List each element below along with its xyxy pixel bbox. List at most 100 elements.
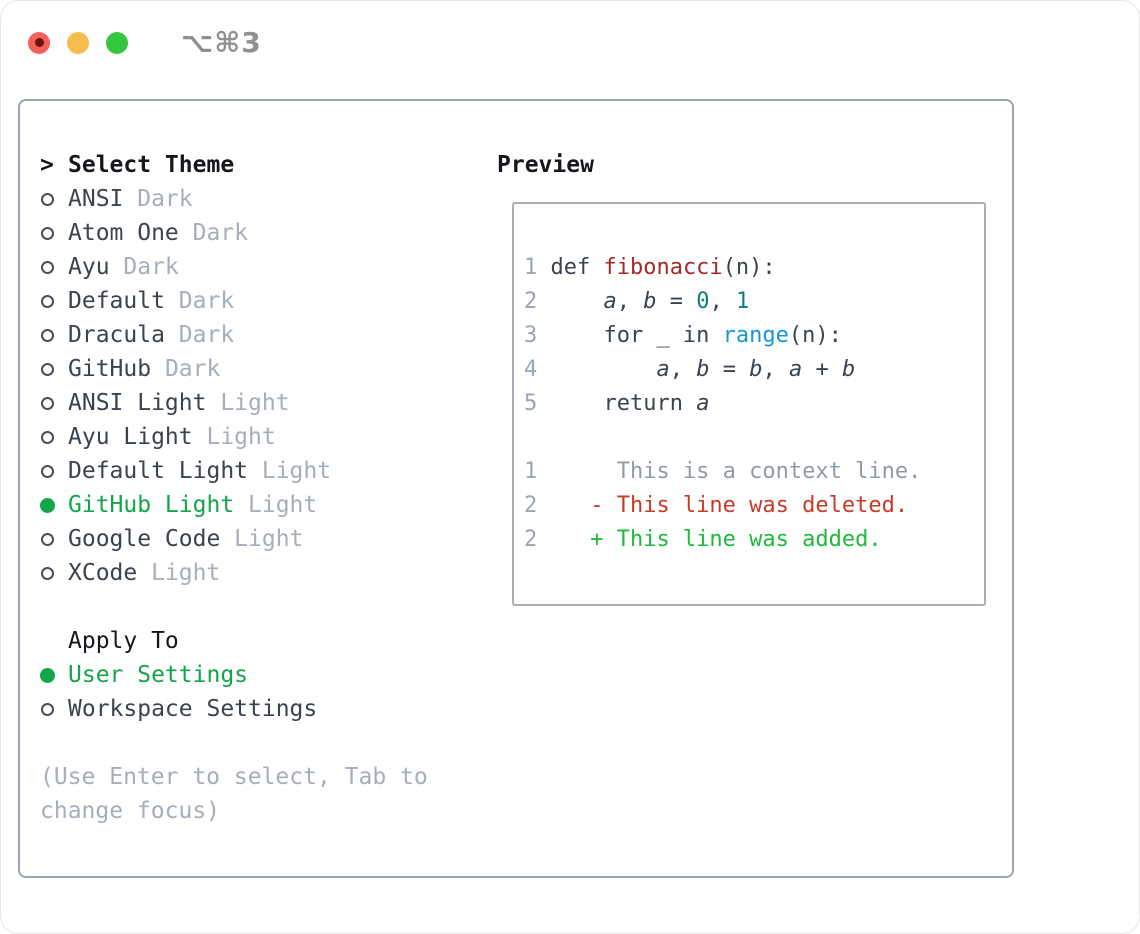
code-token: = bbox=[709, 357, 750, 382]
radio-unselected-icon bbox=[41, 532, 54, 546]
code-line: 4 a, b = b, a + b bbox=[524, 353, 984, 387]
radio-unselected-icon bbox=[41, 294, 54, 308]
line-number: 3 bbox=[524, 323, 538, 348]
code-line bbox=[524, 421, 984, 455]
theme-option-google-code[interactable]: Google Code Light bbox=[40, 522, 428, 556]
select-theme-header-label: Select Theme bbox=[68, 152, 235, 178]
code-token: b bbox=[696, 357, 710, 382]
code-token bbox=[550, 285, 603, 319]
code-line: 2 - This line was deleted. bbox=[524, 489, 984, 523]
theme-name: Dracula bbox=[68, 322, 165, 348]
line-number: 1 bbox=[524, 459, 538, 484]
code-token: + bbox=[802, 357, 842, 382]
code-token: a bbox=[788, 357, 803, 382]
code-token: 0 bbox=[696, 289, 710, 314]
radio-unselected-icon bbox=[41, 362, 54, 376]
apply-option-label: User Settings bbox=[68, 662, 249, 688]
window-title: ⌥⌘3 bbox=[181, 26, 262, 59]
theme-option-ayu-light[interactable]: Ayu Light Light bbox=[40, 420, 428, 454]
theme-name: XCode bbox=[68, 560, 138, 586]
titlebar: ⌥⌘3 bbox=[28, 26, 262, 59]
apply-option-label: Workspace Settings bbox=[68, 696, 318, 722]
line-number bbox=[524, 421, 537, 455]
code-token: , bbox=[762, 357, 789, 382]
theme-option-xcode[interactable]: XCode Light bbox=[40, 556, 428, 590]
minimize-button[interactable] bbox=[67, 31, 89, 54]
code-line: 2 a, b = 0, 1 bbox=[524, 285, 984, 319]
code-token: b bbox=[749, 357, 763, 382]
apply-option-user-settings[interactable]: User Settings bbox=[40, 658, 428, 692]
code-token: , bbox=[616, 289, 644, 314]
code-token: , bbox=[669, 357, 697, 382]
theme-option-github-light[interactable]: GitHub Light Light bbox=[40, 488, 428, 522]
theme-name: Default Light bbox=[68, 458, 249, 484]
radio-unselected-icon bbox=[41, 396, 54, 410]
line-number: 2 bbox=[524, 527, 538, 552]
code-line: 5 return a bbox=[524, 387, 984, 421]
code-line: 3 for _ in range(n): bbox=[524, 319, 984, 353]
code-token: , bbox=[709, 289, 736, 314]
code-token: 1 bbox=[735, 289, 750, 314]
code-token: - This line was deleted. bbox=[550, 493, 909, 518]
radio-selected-icon bbox=[40, 497, 55, 513]
maximize-button[interactable] bbox=[106, 31, 128, 54]
theme-variant-badge: Light bbox=[220, 390, 290, 416]
radio-unselected-icon bbox=[41, 430, 54, 444]
code-token: (n): bbox=[788, 323, 842, 348]
apply-to-header: Apply To bbox=[40, 624, 428, 658]
line-number: 2 bbox=[524, 493, 538, 518]
theme-option-ansi-light[interactable]: ANSI Light Light bbox=[40, 386, 428, 420]
code-token: + This line was added. bbox=[550, 527, 882, 552]
code-token: b bbox=[841, 357, 856, 382]
theme-name: GitHub bbox=[68, 356, 152, 382]
theme-variant-badge: Light bbox=[151, 560, 221, 586]
theme-variant-badge: Light bbox=[248, 492, 318, 518]
theme-variant-badge: Light bbox=[234, 526, 304, 552]
hint-line-1: (Use Enter to select, Tab to bbox=[40, 764, 428, 790]
code-token: a bbox=[603, 289, 617, 314]
code-token: a bbox=[696, 391, 710, 416]
radio-unselected-icon bbox=[41, 702, 54, 716]
line-number: 2 bbox=[524, 289, 538, 314]
theme-name: ANSI Light bbox=[68, 390, 207, 416]
theme-name: Atom One bbox=[68, 220, 179, 246]
theme-variant-badge: Dark bbox=[123, 254, 179, 280]
apply-to-header-label: Apply To bbox=[68, 628, 179, 654]
theme-name: Ayu Light bbox=[68, 424, 193, 450]
spacer bbox=[40, 590, 428, 624]
apply-option-workspace-settings[interactable]: Workspace Settings bbox=[40, 692, 428, 726]
code-token: a bbox=[656, 357, 670, 382]
line-number: 5 bbox=[524, 391, 538, 416]
radio-unselected-icon bbox=[41, 464, 54, 478]
theme-option-github[interactable]: GitHub Dark bbox=[40, 352, 428, 386]
radio-unselected-icon bbox=[41, 328, 54, 342]
code-token: return bbox=[550, 391, 697, 416]
theme-name: Google Code bbox=[68, 526, 221, 552]
code-token bbox=[550, 353, 656, 387]
hint-line-2: change focus) bbox=[40, 798, 221, 824]
code-token: This is a context line. bbox=[550, 459, 922, 484]
code-token: fibonacci bbox=[603, 255, 723, 280]
theme-variant-badge: Light bbox=[206, 424, 276, 450]
theme-variant-badge: Dark bbox=[164, 356, 221, 382]
radio-unselected-icon bbox=[41, 192, 54, 206]
hint-text: (Use Enter to select, Tab to change focu… bbox=[40, 760, 428, 828]
theme-name: GitHub Light bbox=[68, 492, 235, 518]
code-line: 1 This is a context line. bbox=[524, 455, 984, 489]
theme-variant-badge: Dark bbox=[178, 288, 235, 314]
code-token: = bbox=[656, 289, 697, 314]
close-button[interactable] bbox=[28, 31, 50, 54]
code-line: 2 + This line was added. bbox=[524, 523, 984, 557]
